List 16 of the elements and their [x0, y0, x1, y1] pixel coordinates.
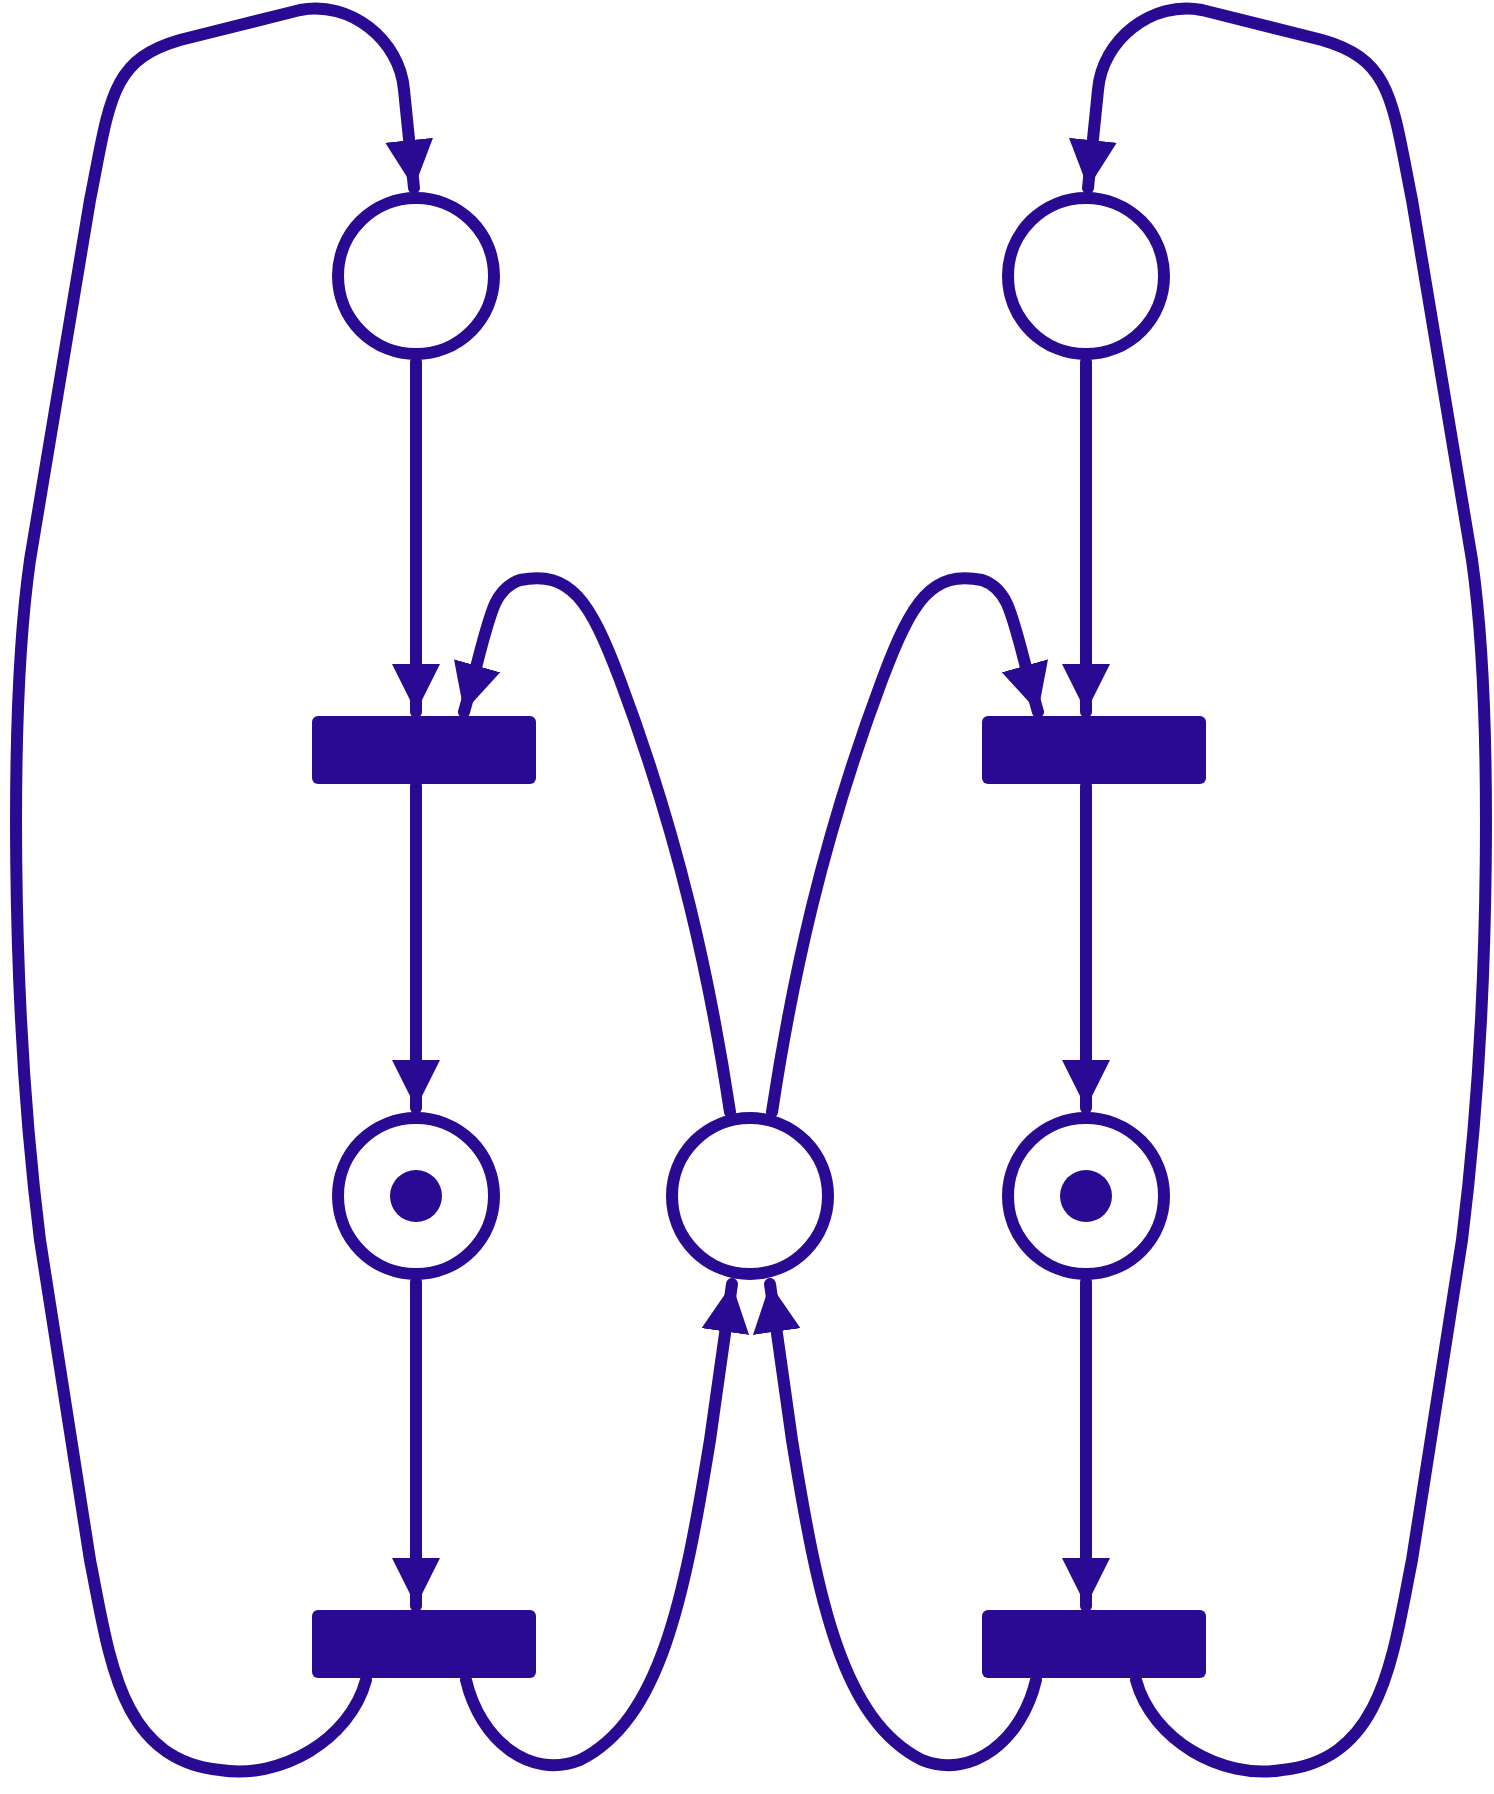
arc-arrow: [460, 1278, 750, 1772]
transition-bar: [312, 1610, 536, 1678]
arc-arrow: [1062, 1276, 1110, 1612]
arc-arrow: [453, 572, 736, 1118]
arc-arrow: [10, 2, 433, 1778]
transition-bar: [982, 716, 1206, 784]
arc-arrow: [392, 1276, 440, 1612]
arc-arrow: [392, 780, 440, 1114]
arc-arrow: [392, 356, 440, 718]
arc-arrow: [752, 1278, 1042, 1772]
transition-bar: [312, 716, 536, 784]
arc-arrow: [1062, 356, 1110, 718]
transition-bar: [982, 1610, 1206, 1678]
arc-arrow: [766, 572, 1049, 1118]
arc-arrow: [1069, 2, 1492, 1778]
arc-arrow: [1062, 780, 1110, 1114]
